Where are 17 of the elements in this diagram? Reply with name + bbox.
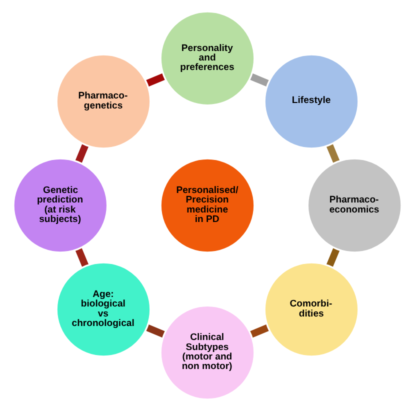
node-circle: Pharmaco- genetics: [56, 54, 152, 150]
node-circle: Age: biological vs chronological: [56, 262, 152, 358]
connector: [146, 324, 166, 338]
node-circle: Pharmaco- economics: [306, 158, 402, 254]
connector: [146, 73, 166, 87]
connector: [326, 248, 340, 268]
connector: [250, 73, 270, 87]
connector: [75, 144, 89, 164]
node-circle: Lifestyle: [264, 54, 360, 150]
node-circle: Personality and preferences: [160, 10, 256, 106]
node-circle: Genetic prediction (at risk subjects): [12, 158, 108, 254]
connector: [75, 248, 89, 268]
connector: [250, 324, 270, 338]
node-circle: Personalised/ Precision medicine in PD: [160, 158, 256, 254]
node-circle: Comorbi- dities: [264, 262, 360, 358]
connector: [326, 144, 340, 164]
node-circle: Clinical Subtypes (motor and non motor): [160, 304, 256, 400]
